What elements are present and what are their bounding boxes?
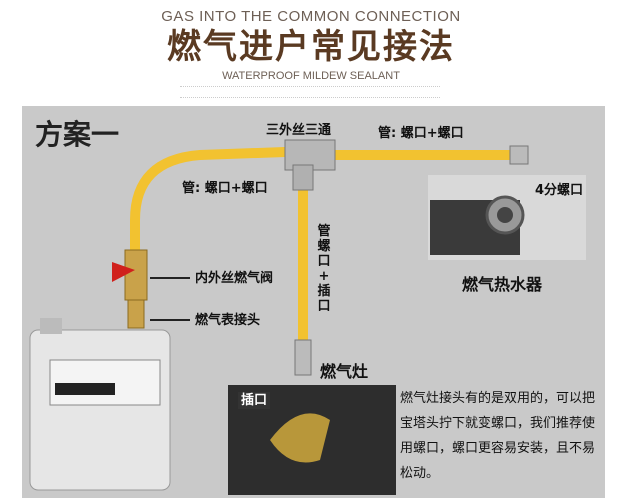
decorative-lines [180,86,440,98]
water-heater-inset [428,175,586,260]
tagline-en: WATERPROOF MILDEW SEALANT [222,70,400,82]
gas-meter [29,318,171,491]
stove-port-label: 插口 [238,392,271,409]
left-pipe [130,147,286,255]
stove-note: 燃气灶接头有的是双用的，可以把宝塔头拧下就变螺口，我们推荐使用螺口，螺口更容易安… [400,391,596,481]
valve [124,249,148,301]
valve-handle [112,262,135,282]
valve-label: 内外丝燃气阀 [195,271,274,286]
subtitle-en: GAS INTO THE COMMON CONNECTION [161,8,461,25]
pipe-top-label: 管: 螺口+螺口 [378,126,464,141]
pipe-left-label: 管: 螺口+螺口 [182,181,268,196]
stove-label: 燃气灶 [320,362,369,381]
scheme-label: 方案一 [35,118,120,151]
water-heater-port-label: 4分螺口 [535,183,584,198]
pipe-vertical-label: 管 螺口 + 插口 [317,224,331,314]
water-heater-label: 燃气热水器 [462,275,543,294]
tee-label: 三外丝三通 [266,123,332,138]
page-title: 燃气进户常见接法 [167,27,455,67]
meter-joint-label: 燃气表接头 [195,313,261,328]
